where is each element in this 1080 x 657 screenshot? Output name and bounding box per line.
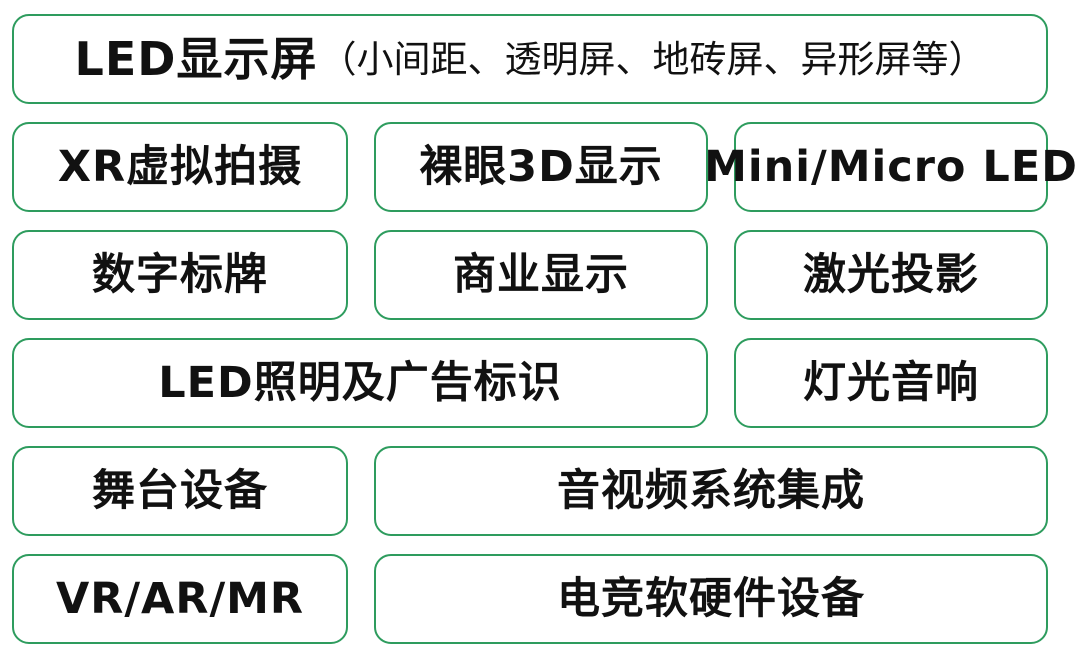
category-label-commercial-display: 商业显示	[453, 249, 629, 300]
category-label-led-lighting-signage: LED照明及广告标识	[158, 357, 562, 408]
category-label-led-display: LED显示屏	[74, 32, 318, 86]
category-label-xr-virtual-shooting: XR虚拟拍摄	[57, 141, 303, 192]
category-label-glasses-free-3d: 裸眼3D显示	[419, 141, 663, 192]
category-label-mini-micro-led: Mini/Micro LED	[704, 141, 1078, 192]
category-label-esports-hardware-software: 电竞软硬件设备	[557, 573, 865, 624]
category-box-commercial-display: 商业显示	[374, 230, 708, 320]
category-box-led-display: LED显示屏 （小间距、透明屏、地砖屏、异形屏等）	[12, 14, 1048, 104]
category-box-lighting-audio: 灯光音响	[734, 338, 1048, 428]
category-label-laser-projection: 激光投影	[803, 249, 979, 300]
category-box-vr-ar-mr: VR/AR/MR	[12, 554, 348, 644]
category-box-stage-equipment: 舞台设备	[12, 446, 348, 536]
category-box-xr-virtual-shooting: XR虚拟拍摄	[12, 122, 348, 212]
category-label-av-system-integration: 音视频系统集成	[557, 465, 865, 516]
category-box-av-system-integration: 音视频系统集成	[374, 446, 1048, 536]
category-sublabel-led-display-types: （小间距、透明屏、地砖屏、异形屏等）	[319, 37, 986, 81]
category-label-vr-ar-mr: VR/AR/MR	[55, 573, 305, 624]
category-box-laser-projection: 激光投影	[734, 230, 1048, 320]
category-grid: LED显示屏 （小间距、透明屏、地砖屏、异形屏等） XR虚拟拍摄 裸眼3D显示 …	[12, 14, 1077, 644]
category-label-digital-signage: 数字标牌	[92, 249, 268, 300]
category-label-lighting-audio: 灯光音响	[803, 357, 979, 408]
category-box-digital-signage: 数字标牌	[12, 230, 348, 320]
category-box-glasses-free-3d: 裸眼3D显示	[374, 122, 708, 212]
category-box-mini-micro-led: Mini/Micro LED	[704, 122, 1077, 212]
category-label-stage-equipment: 舞台设备	[92, 465, 268, 516]
category-box-led-lighting-signage: LED照明及广告标识	[12, 338, 708, 428]
category-box-esports-hardware-software: 电竞软硬件设备	[374, 554, 1048, 644]
